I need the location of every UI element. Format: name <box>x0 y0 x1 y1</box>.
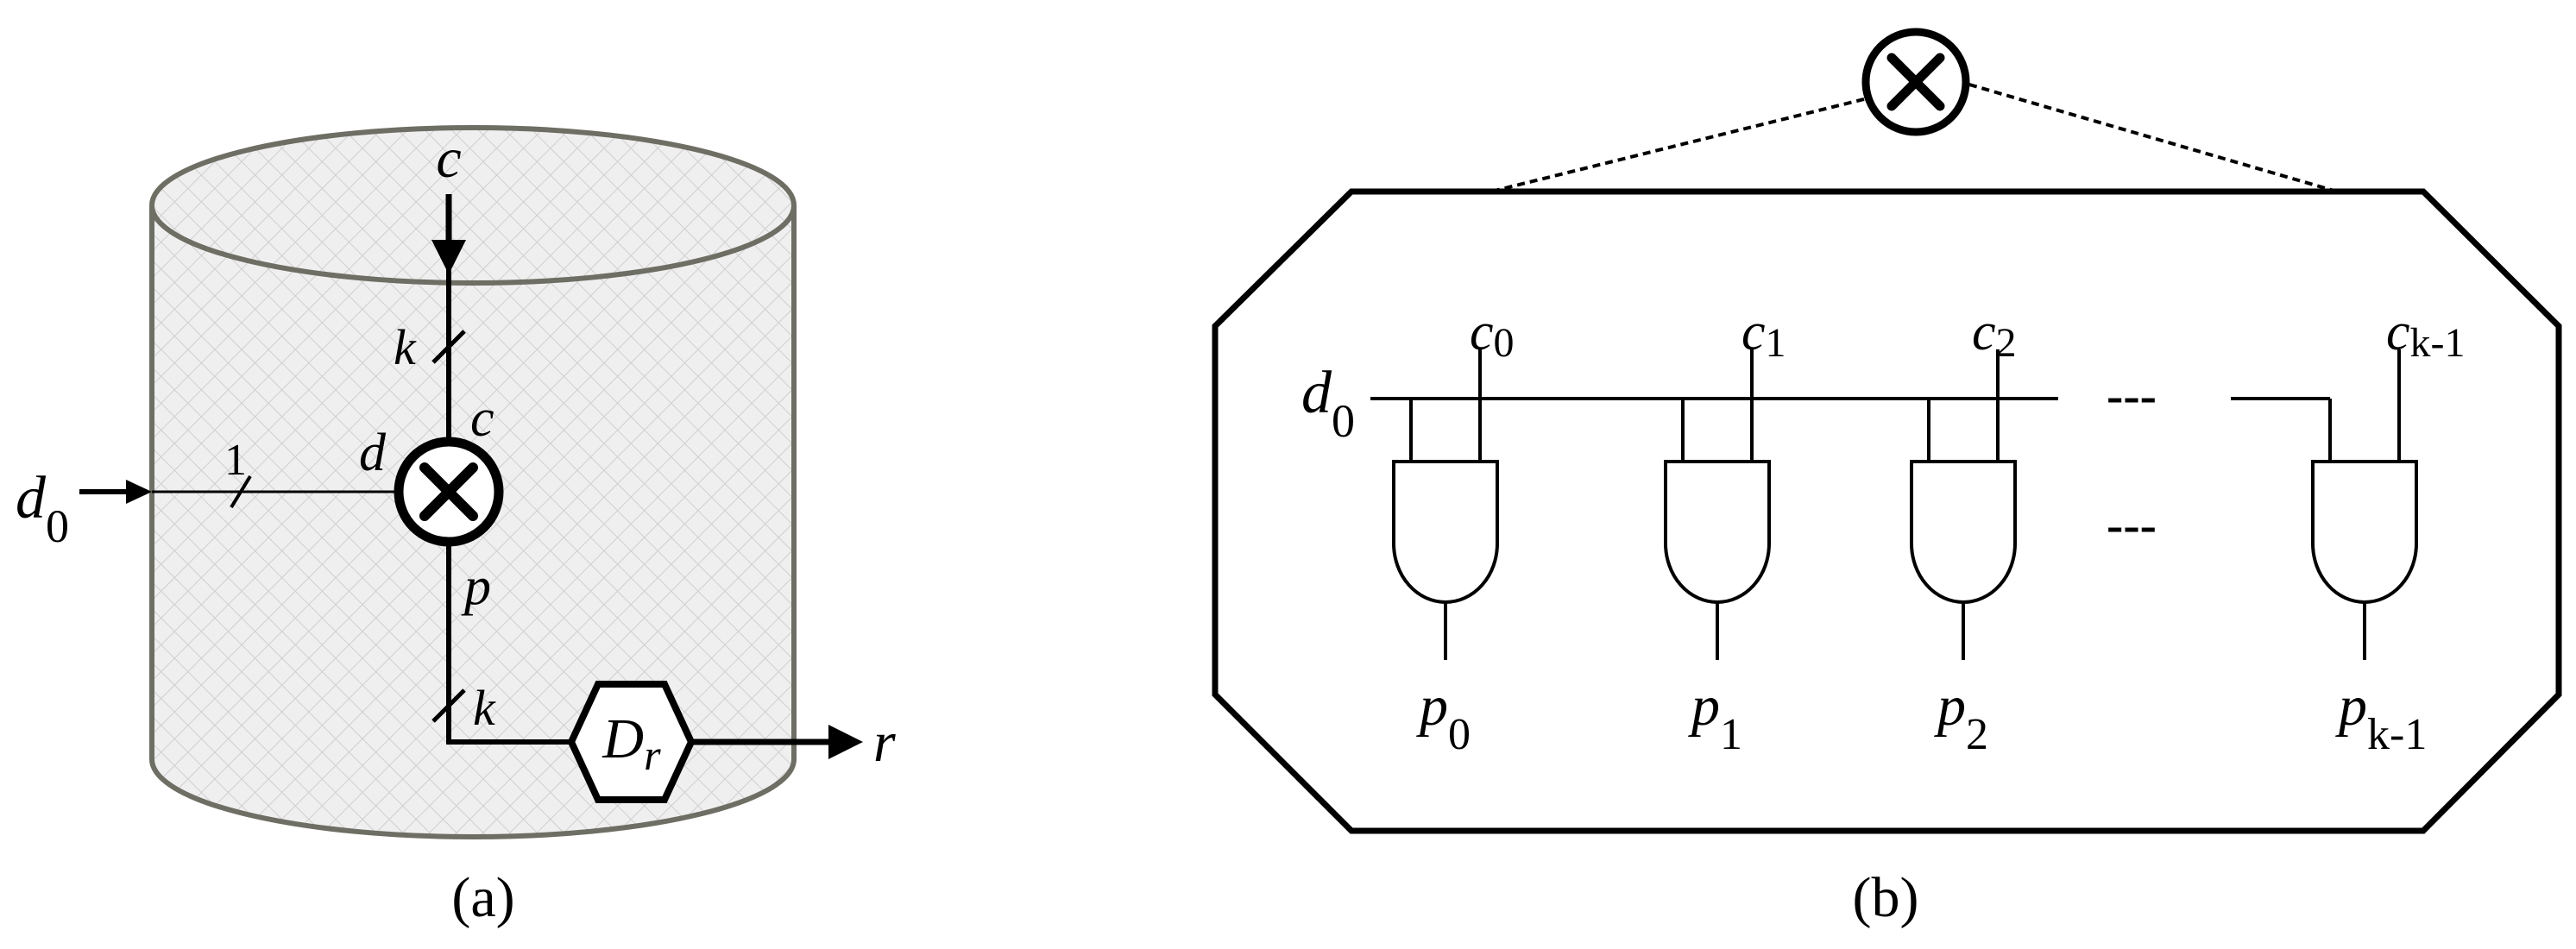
ellipsis-top: --- <box>2107 368 2157 424</box>
gate-p-label: p0 <box>1416 675 1471 759</box>
caption-b: (b) <box>1853 866 1919 929</box>
panel-b: d0 --- --- c0 p0 c1 <box>1212 28 2562 929</box>
zoom-line-right <box>1968 83 2338 193</box>
and-gate-body <box>2311 460 2418 604</box>
and-gate-body <box>1664 460 1771 604</box>
and-gate-1: c1 p1 <box>1664 303 1786 759</box>
and-gate-body <box>1910 460 2017 604</box>
input-c-arrowhead <box>431 240 466 274</box>
input-d0-label-b: d0 <box>1301 360 1355 447</box>
block-dr-label: Dr <box>601 707 661 779</box>
zoom-line-left <box>1490 97 1865 193</box>
detail-frame-octagon <box>1212 188 2562 834</box>
gate-c-label: ck-1 <box>2386 303 2466 366</box>
and-gate-k-1: ck-1 pk-1 <box>2311 303 2466 759</box>
gate-c-label: c2 <box>1972 303 2017 366</box>
circle-times-icon <box>1886 53 1945 111</box>
zoom-multiplier-node <box>1861 28 1970 136</box>
and-gate-0: c0 p0 <box>1392 303 1515 759</box>
gate-c-label: c1 <box>1741 303 1786 366</box>
port-p-label: p <box>461 557 491 616</box>
input-d0-label: d0 <box>16 465 69 552</box>
bus-width-top-label: k <box>394 319 417 375</box>
gate-p-label: p2 <box>1934 675 1988 759</box>
multiplier-node <box>394 437 504 547</box>
caption-a: (a) <box>451 866 514 929</box>
circle-times-icon <box>419 462 478 521</box>
bus-width-tick-bottom <box>431 688 466 723</box>
input-d0-arrowhead <box>126 480 152 504</box>
bus-width-bottom-label: k <box>473 680 496 736</box>
bus-width-tick-left <box>230 474 252 509</box>
bus-width-tick-top <box>431 330 466 364</box>
gate-p-label: pk-1 <box>2335 675 2427 759</box>
and-gate-body <box>1392 460 1499 604</box>
gate-p-label: p1 <box>1688 675 1742 759</box>
port-d-label: d <box>359 424 387 482</box>
and-gate-2: c2 p2 <box>1910 303 2017 759</box>
bus-width-left-label: 1 <box>224 436 247 485</box>
output-r-label: r <box>873 711 896 774</box>
cylinder-top <box>149 125 797 286</box>
ellipsis-mid: --- <box>2107 497 2157 553</box>
input-c-label: c <box>436 127 461 190</box>
port-c-label: c <box>470 389 494 448</box>
panel-a: c k c d0 1 d p k Dr <box>16 125 896 929</box>
output-r-arrowhead <box>828 725 863 759</box>
gate-c-label: c0 <box>1470 303 1515 366</box>
